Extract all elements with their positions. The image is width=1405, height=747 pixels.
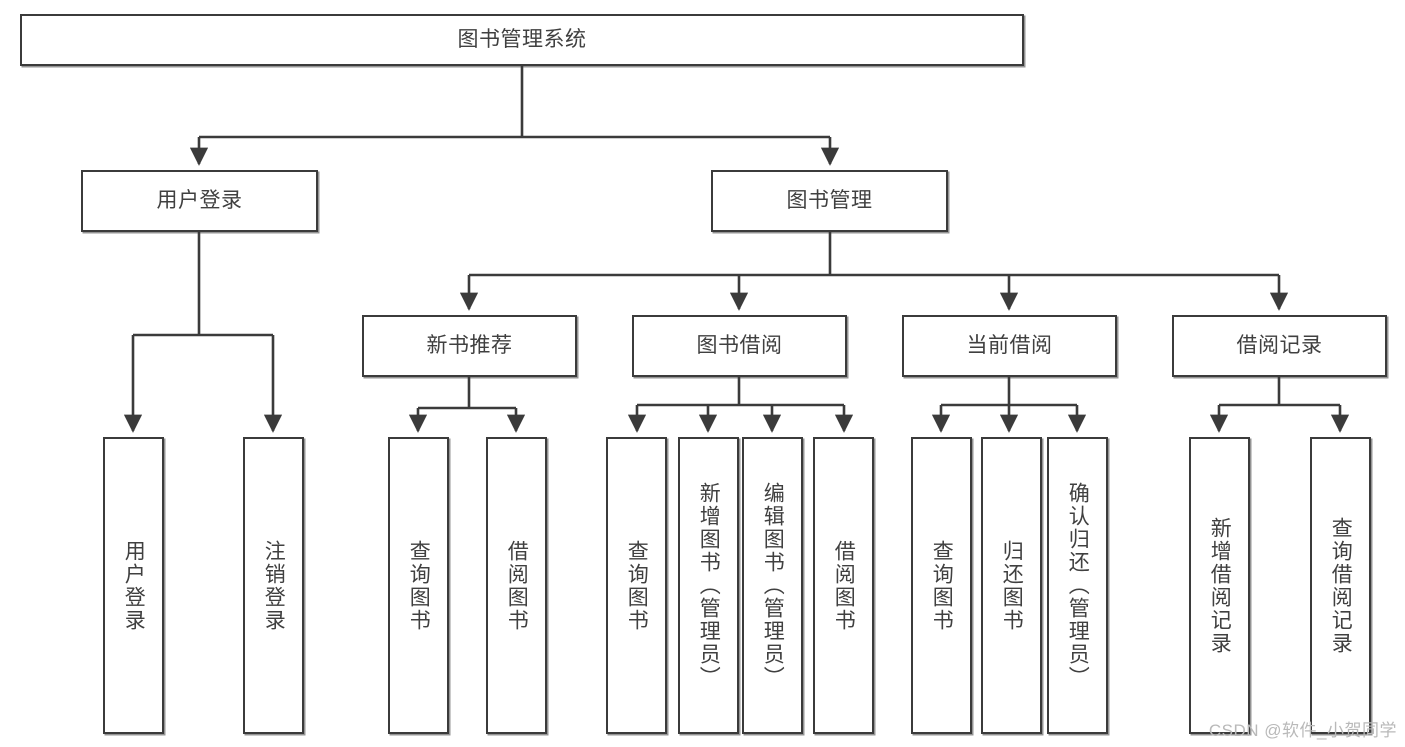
leaf-add-book-admin[interactable]: 新增图书（管理员）: [678, 437, 739, 734]
leaf-borrow-book-recommend[interactable]: 借阅图书: [486, 437, 547, 734]
leaf-borrow-book[interactable]: 借阅图书: [813, 437, 874, 734]
leaf-logout[interactable]: 注销登录: [243, 437, 304, 734]
leaf-borrow-book-label: 借阅图书: [832, 539, 856, 632]
leaf-query-book-borrow-label: 查询图书: [625, 539, 649, 632]
leaf-query-book-recommend-label: 查询图书: [407, 539, 431, 632]
node-borrow-record-label: 借阅记录: [1236, 333, 1323, 357]
node-book-management[interactable]: 图书管理: [711, 170, 948, 232]
node-root-label: 图书管理系统: [457, 27, 587, 51]
node-new-book-recommend[interactable]: 新书推荐: [362, 315, 577, 377]
node-new-book-recommend-label: 新书推荐: [426, 333, 513, 357]
leaf-confirm-return-admin-label: 确认归还（管理员）: [1066, 482, 1090, 689]
leaf-user-login-label: 用户登录: [122, 539, 146, 632]
node-user-login-label: 用户登录: [156, 188, 243, 212]
leaf-user-login[interactable]: 用户登录: [103, 437, 164, 734]
node-current-borrow[interactable]: 当前借阅: [902, 315, 1117, 377]
leaf-logout-label: 注销登录: [262, 539, 286, 632]
leaf-query-book-borrow[interactable]: 查询图书: [606, 437, 667, 734]
leaf-edit-book-admin[interactable]: 编辑图书（管理员）: [742, 437, 803, 734]
leaf-query-book-recommend[interactable]: 查询图书: [388, 437, 449, 734]
node-book-borrow-label: 图书借阅: [696, 333, 783, 357]
csdn-watermark: CSDN @软件_小贺同学: [1208, 721, 1397, 740]
leaf-query-book-current[interactable]: 查询图书: [911, 437, 972, 734]
node-borrow-record[interactable]: 借阅记录: [1172, 315, 1387, 377]
node-book-management-label: 图书管理: [786, 188, 873, 212]
leaf-query-borrow-record[interactable]: 查询借阅记录: [1310, 437, 1371, 734]
leaf-return-book-label: 归还图书: [1000, 539, 1024, 632]
node-book-borrow[interactable]: 图书借阅: [632, 315, 847, 377]
node-current-borrow-label: 当前借阅: [966, 333, 1053, 357]
node-user-login[interactable]: 用户登录: [81, 170, 318, 232]
leaf-edit-book-admin-label: 编辑图书（管理员）: [761, 482, 785, 689]
node-root[interactable]: 图书管理系统: [20, 14, 1024, 66]
leaf-return-book[interactable]: 归还图书: [981, 437, 1042, 734]
leaf-query-book-current-label: 查询图书: [930, 539, 954, 632]
leaf-add-borrow-record-label: 新增借阅记录: [1208, 516, 1232, 655]
leaf-add-book-admin-label: 新增图书（管理员）: [697, 482, 721, 689]
leaf-query-borrow-record-label: 查询借阅记录: [1329, 516, 1353, 655]
leaf-confirm-return-admin[interactable]: 确认归还（管理员）: [1047, 437, 1108, 734]
leaf-borrow-book-recommend-label: 借阅图书: [505, 539, 529, 632]
leaf-add-borrow-record[interactable]: 新增借阅记录: [1189, 437, 1250, 734]
